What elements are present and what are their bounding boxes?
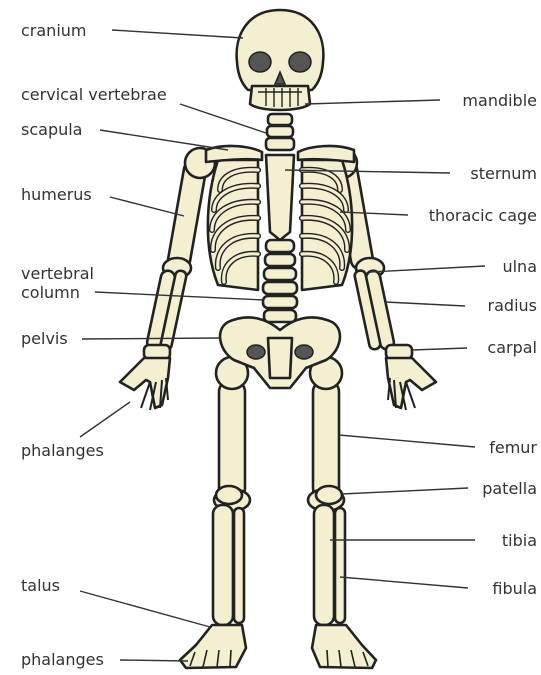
leader-phalanges-foot (120, 660, 188, 661)
label-patella: patella (482, 479, 537, 498)
label-phalanges-foot: phalanges (21, 650, 104, 669)
label-cranium: cranium (21, 21, 87, 40)
leader-mandible (305, 100, 440, 104)
label-sternum: sternum (470, 164, 537, 183)
leader-carpal (412, 348, 467, 350)
leader-patella (342, 488, 468, 494)
label-thoracic-cage: thoracic cage (429, 206, 537, 225)
label-carpal: carpal (487, 338, 537, 357)
label-mandible: mandible (462, 91, 537, 110)
label-scapula: scapula (21, 120, 82, 139)
label-vertebral-column-line1: vertebral (21, 264, 94, 283)
label-ulna: ulna (502, 257, 537, 276)
leader-fibula (340, 577, 468, 588)
label-talus: talus (21, 576, 60, 595)
label-pelvis: pelvis (21, 329, 68, 348)
leader-scapula (100, 130, 228, 150)
leader-talus (80, 591, 210, 627)
leader-cervical-vertebrae (180, 104, 266, 133)
label-cervical-vertebrae: cervical vertebrae (21, 85, 167, 104)
label-radius: radius (488, 296, 537, 315)
label-vertebral-column-line2: column (21, 283, 80, 302)
label-phalanges-hand: phalanges (21, 441, 104, 460)
leader-cranium (112, 30, 243, 38)
leader-radius (385, 302, 465, 306)
label-fibula: fibula (492, 579, 537, 598)
label-femur: femur (489, 438, 537, 457)
label-humerus: humerus (21, 185, 92, 204)
label-tibia: tibia (502, 531, 537, 550)
leader-femur (339, 435, 475, 447)
leader-humerus (110, 197, 184, 216)
leader-ulna (370, 266, 485, 272)
leader-phalanges-hand (80, 402, 130, 437)
leader-pelvis (82, 338, 220, 339)
